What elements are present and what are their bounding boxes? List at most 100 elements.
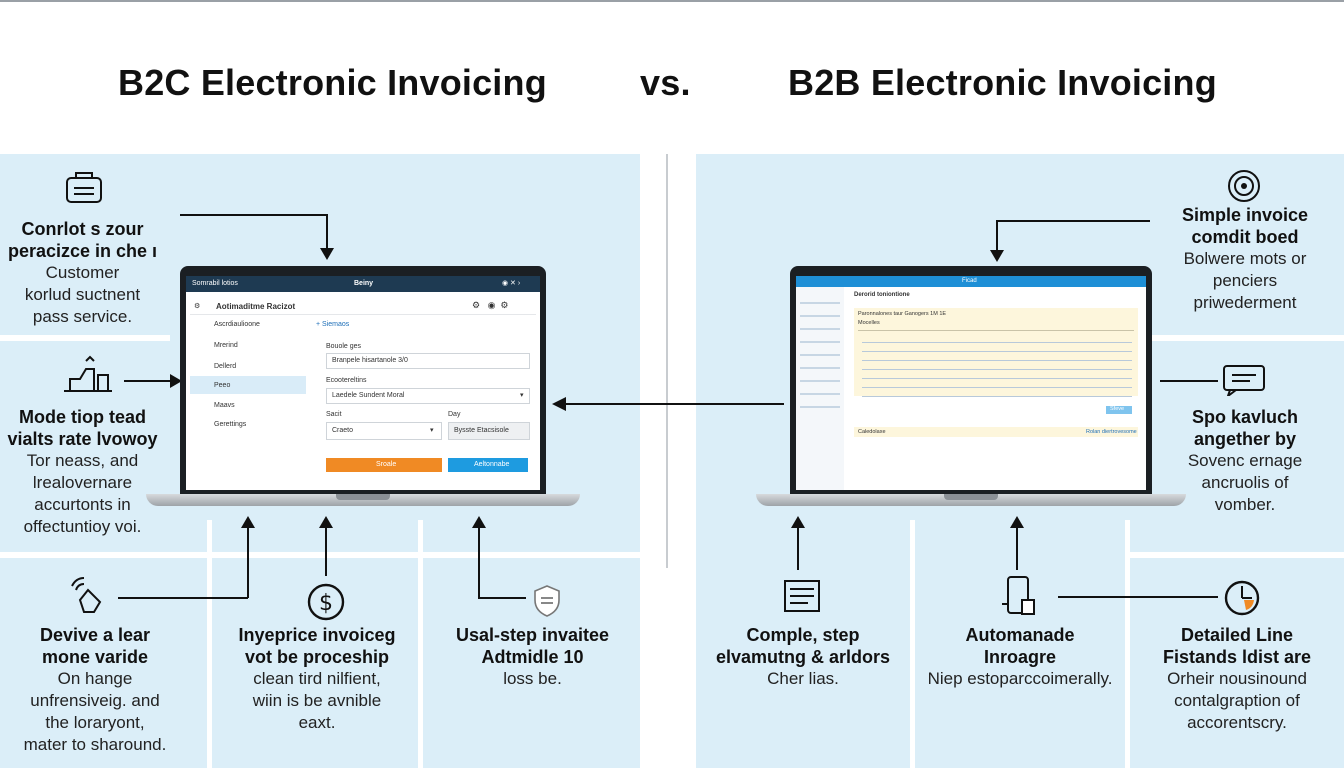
chevron-down-icon: ▾ <box>520 392 524 399</box>
connector-line <box>1160 380 1218 382</box>
b2c-bottom1-body3: the loraryont, <box>45 713 145 732</box>
b2b-middle-body3: vomber. <box>1214 495 1276 514</box>
b2c-sidebar-item-3[interactable]: Dellerd <box>214 363 237 370</box>
b2c-link[interactable]: + Siemaos <box>316 321 350 328</box>
connector-line <box>180 214 327 216</box>
b2c-bottom3-title2: Adtmidle 10 <box>481 647 584 667</box>
top-border <box>0 0 1344 2</box>
receipt-icon <box>66 172 102 203</box>
b2c-field2-value: Laedele Sundent Moral <box>332 392 405 399</box>
b2b-bottom2-body1: Niep estoparccoimerally. <box>927 669 1113 688</box>
connector-line <box>797 528 799 570</box>
b2b-bottom3-block: Detailed Line Fistands ldist are Orheir … <box>1134 624 1340 734</box>
b2c-laptop-display: Somrabil lotios Beiny ◉ ✕ › ⚙ Aotimaditm… <box>186 276 540 490</box>
b2c-sidebar-item-2[interactable]: Mrerind <box>214 342 238 349</box>
b2c-orange-button[interactable] <box>326 458 442 472</box>
connector-line <box>118 597 248 599</box>
settings-icon[interactable]: ⚙ <box>194 303 201 310</box>
b2b-top-block: Simple invoice comdit boed Bolwere mots … <box>1150 204 1340 314</box>
b2b-bottom2-title1: Automanade <box>965 625 1075 645</box>
connector-line <box>326 214 328 252</box>
b2b-save-button[interactable] <box>1106 406 1132 414</box>
b2b-laptop-base <box>756 494 1186 506</box>
b2c-app-name: Somrabil lotios <box>192 280 238 287</box>
connector-line <box>247 528 249 598</box>
b2b-top-body3: priwederment <box>1193 293 1297 312</box>
center-divider <box>666 154 668 568</box>
connector-line <box>996 220 1150 222</box>
shield-icon <box>534 585 560 617</box>
b2b-top-body1: Bolwere mots or <box>1183 249 1307 268</box>
b2c-app-brand: Beiny <box>354 280 374 287</box>
connector-line <box>996 220 998 252</box>
b2c-bottom2-body1: clean tird nilfient, <box>253 669 381 688</box>
chevron-down-icon: ▾ <box>430 427 434 434</box>
b2b-middle-title2: angether by <box>1193 429 1297 449</box>
arrow-up-icon <box>319 516 333 528</box>
b2c-bottom2-title2: vot be proceship <box>244 647 390 667</box>
b2c-bottom2-title1: Inyeprice invoiceg <box>238 625 396 645</box>
svg-text:$: $ <box>319 591 333 616</box>
b2c-field3-value: Craeto <box>332 427 354 434</box>
b2c-top-body3: pass service. <box>32 307 133 326</box>
gutter <box>1150 335 1344 341</box>
b2c-blue-button[interactable] <box>448 458 528 472</box>
b2c-window-controls[interactable]: ◉ ✕ › <box>502 280 521 287</box>
delivery-hand-icon <box>64 355 112 392</box>
b2c-laptop-base <box>146 494 580 506</box>
b2c-top-body1: Customer <box>45 263 120 282</box>
b2c-middle-body2: lrealovernare <box>32 473 133 492</box>
b2c-bottom1-title2: mone varide <box>41 647 149 667</box>
b2b-title: B2B Electronic Invoicing <box>788 62 1217 103</box>
separator <box>190 314 536 315</box>
b2b-middle-title1: Spo kavluch <box>1191 407 1299 427</box>
b2c-sidebar-item-6[interactable]: Gerettings <box>214 421 247 428</box>
b2c-field1[interactable] <box>326 353 530 369</box>
b2b-bottom3-body2: contalgraption of <box>1174 691 1300 710</box>
arrow-down-icon <box>320 248 334 260</box>
b2c-field4[interactable] <box>448 422 530 440</box>
target-icon <box>1228 170 1260 202</box>
connector-line <box>124 380 174 382</box>
b2b-bottom1-block: Comple, step elvamutng & arldors Cher li… <box>708 624 898 690</box>
b2b-middle-body1: Sovenc ernage <box>1187 451 1303 470</box>
arrow-up-icon <box>241 516 255 528</box>
b2c-bottom1-body2: unfrensiveig. and <box>30 691 160 710</box>
b2b-app-titlebar <box>796 276 1146 287</box>
b2c-bottom3-body1: loss be. <box>503 669 562 688</box>
b2b-bottom2-title2: Inroagre <box>983 647 1057 667</box>
gutter <box>418 520 423 768</box>
b2b-sidebar-items[interactable] <box>800 294 840 414</box>
b2c-orange-button-label: Sroale <box>376 461 397 468</box>
b2b-bottom3-title2: Fistands ldist are <box>1162 647 1312 667</box>
b2b-app-brand: Ficad <box>962 278 977 284</box>
b2c-middle-body4: offectuntioy voi. <box>23 517 142 536</box>
gutter <box>207 520 212 768</box>
b2c-field3-select[interactable] <box>326 422 442 440</box>
b2c-sidebar-item-1[interactable]: Ascrdiaulioone <box>214 321 260 328</box>
b2c-bottom3-title1: Usal-step invaitee <box>455 625 610 645</box>
arrow-down-icon <box>990 250 1004 262</box>
b2b-page-title: Derorid toniontione <box>854 292 910 298</box>
b2b-middle-block: Spo kavluch angether by Sovenc ernage an… <box>1150 406 1340 516</box>
b2b-laptop-display: Ficad Derorid toniontione Paronnalones t… <box>796 276 1146 490</box>
b2c-sidebar-item-5[interactable]: Maavs <box>214 402 235 409</box>
b2c-field2-label: Ecootereltins <box>326 377 367 384</box>
b2b-bottom1-body1: Cher lias. <box>767 669 839 688</box>
arrow-up-icon <box>472 516 486 528</box>
mobile-phone-icon <box>1002 576 1035 615</box>
connector-line <box>325 528 327 576</box>
b2c-toolbar-icons[interactable]: ⚙ ◉ ⚙ <box>472 300 509 310</box>
b2c-top-block: Conrlot s zour peracizce in che ı Custom… <box>0 218 165 328</box>
b2b-top-body2: penciers <box>1212 271 1278 290</box>
b2c-sidebar-selected <box>190 376 306 394</box>
b2b-banner-sub: Mocelles <box>858 320 880 326</box>
b2c-sidebar-item-4[interactable]: Peeo <box>214 382 231 389</box>
b2c-field2-select[interactable] <box>326 388 530 404</box>
b2b-footer-right[interactable]: Rolan diertrovesome <box>1086 429 1137 435</box>
b2c-top-title1: Conrlot s zour <box>21 219 144 239</box>
b2b-top-title1: Simple invoice <box>1181 205 1309 225</box>
b2b-invoice-table[interactable] <box>862 336 1132 402</box>
b2c-bottom1-title1: Devive a lear <box>39 625 151 645</box>
b2b-bottom3-body3: accorentscry. <box>1187 713 1287 732</box>
